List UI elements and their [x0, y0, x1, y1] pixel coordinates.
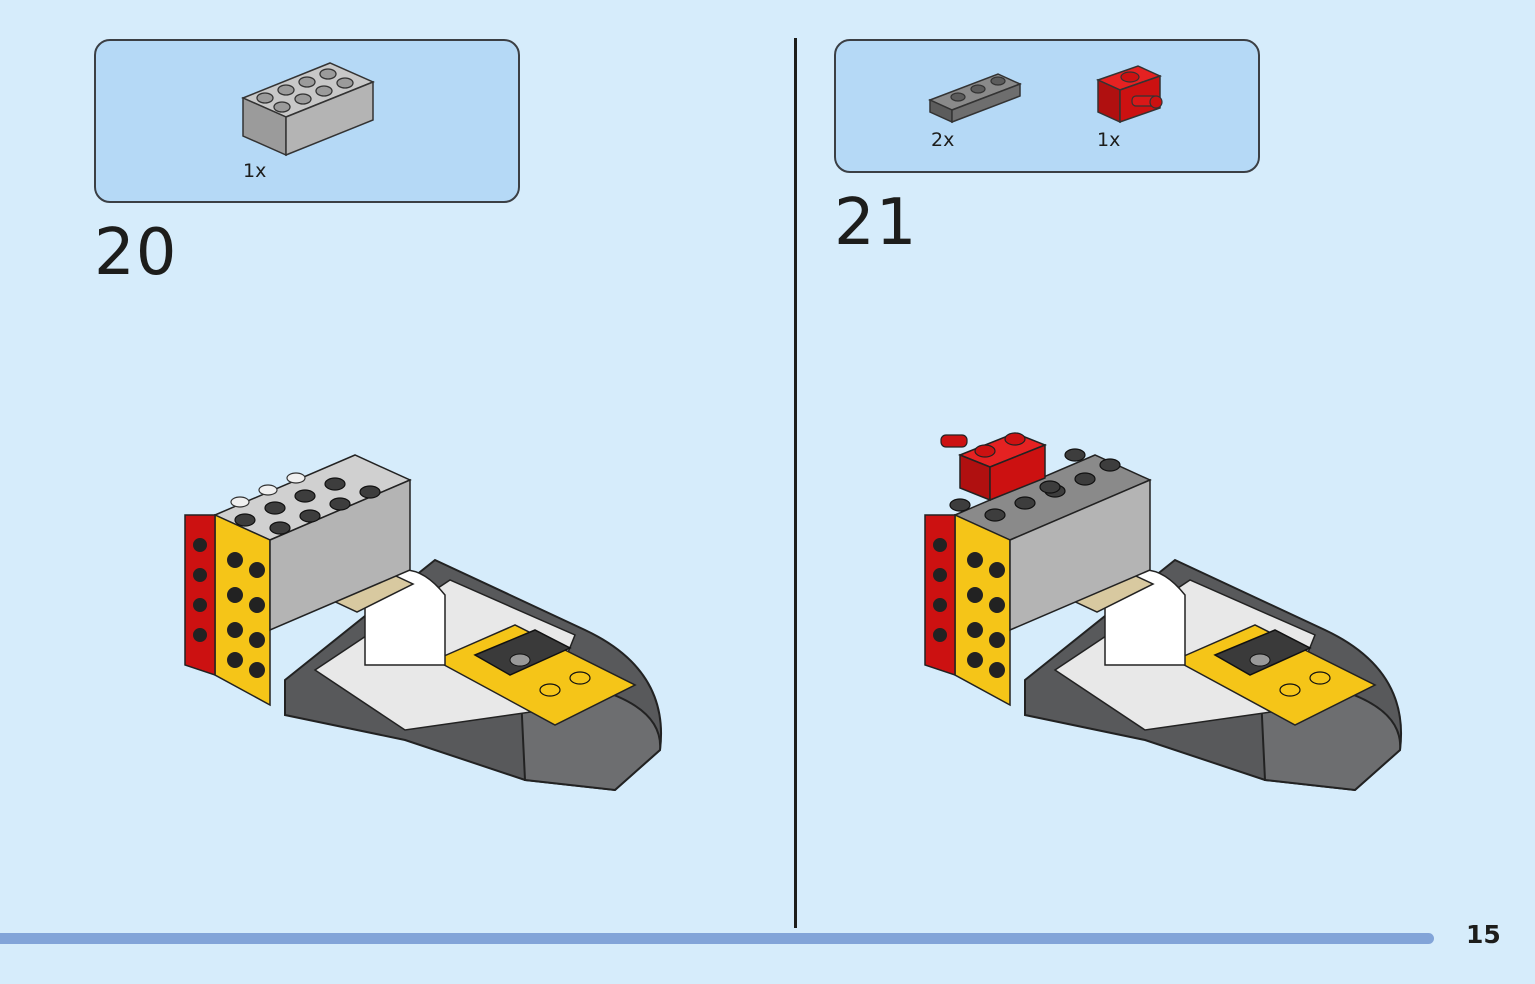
progress-bar [0, 933, 1434, 944]
red-brick-1x1-with-stud-holder-icon [1095, 65, 1163, 124]
step-number: 20 [94, 216, 178, 290]
page-number: 15 [1466, 920, 1501, 949]
part-quantity: 2x [931, 129, 955, 151]
step-number: 21 [834, 186, 918, 260]
parts-callout-step-21 [834, 39, 1260, 173]
dark-gray-plate-1x3-icon [928, 73, 1022, 124]
boat-model-step-21 [924, 432, 1402, 792]
step-divider [794, 38, 797, 928]
light-gray-brick-2x4-icon [241, 62, 375, 157]
part-quantity: 1x [243, 160, 267, 182]
part-quantity: 1x [1097, 129, 1121, 151]
boat-model-step-20 [184, 454, 662, 792]
